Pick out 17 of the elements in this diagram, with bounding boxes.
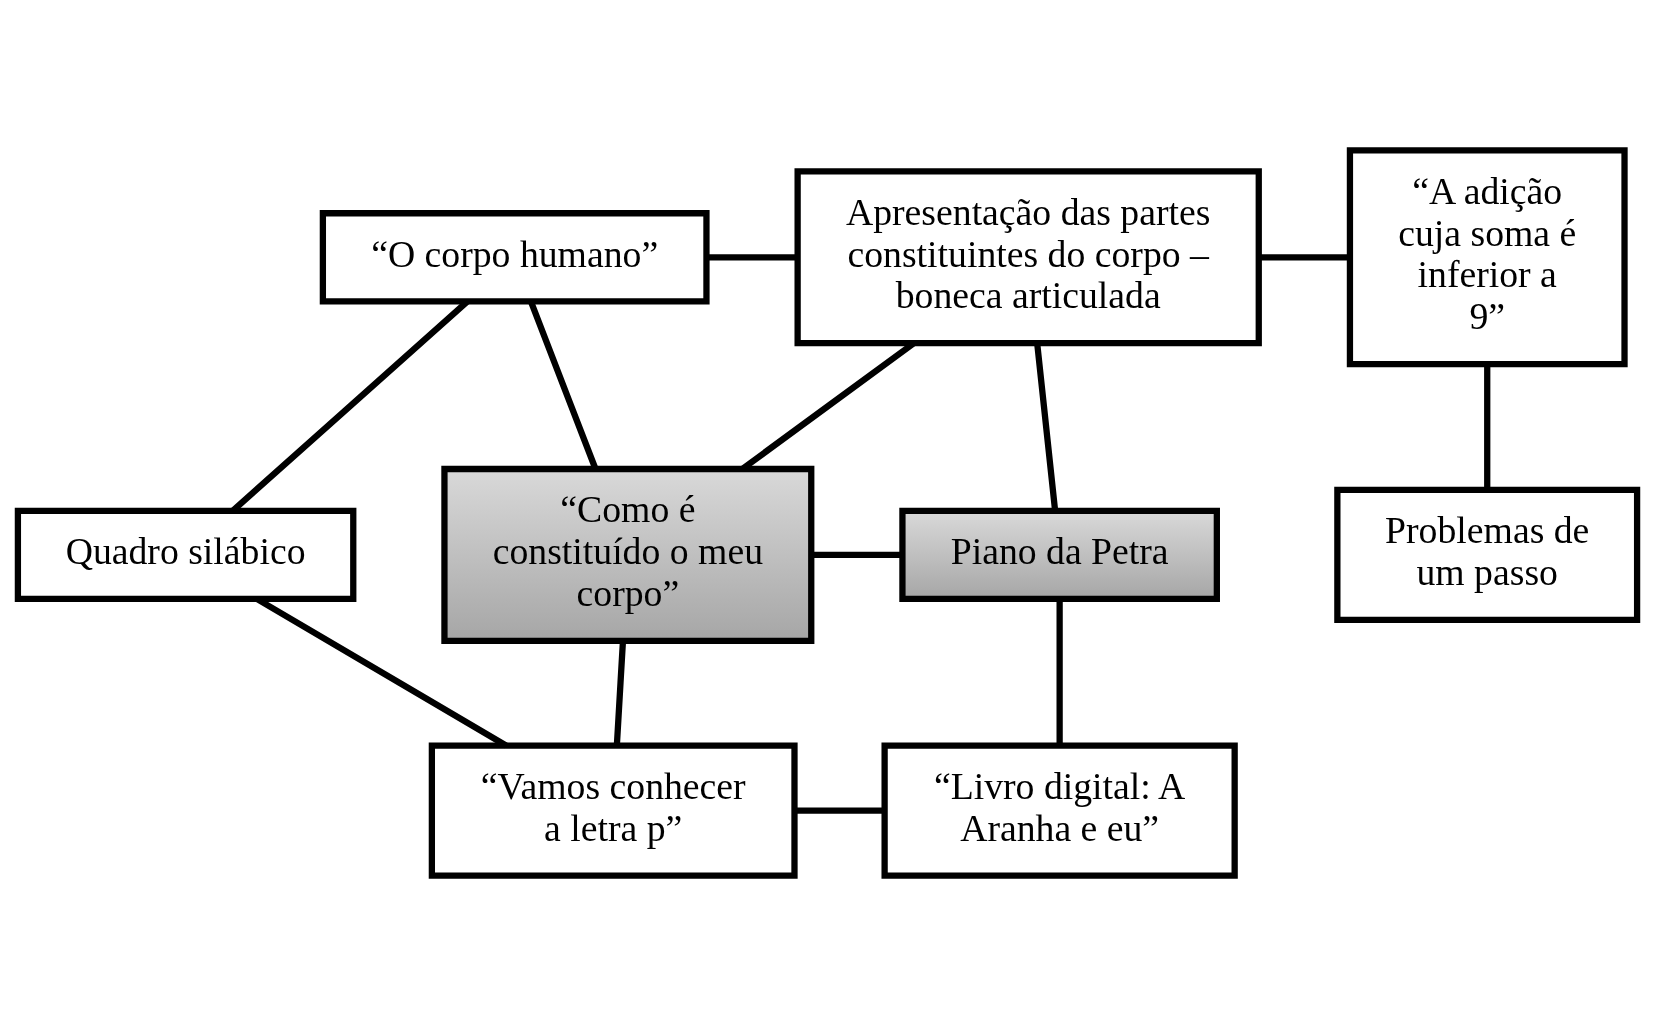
- connector: [706, 254, 797, 261]
- node-box: “Como é constituído o meu corpo”: [440, 465, 814, 644]
- node-box: “A adição cuja soma é inferior a 9”: [1346, 147, 1628, 368]
- connector: [811, 551, 902, 559]
- connector: [794, 807, 884, 814]
- connector: [1056, 599, 1063, 746]
- node-box: “O corpo humano”: [319, 210, 710, 305]
- node-box: “Livro digital: A Aranha e eu”: [880, 742, 1238, 879]
- node-box: Piano da Petra: [898, 507, 1220, 603]
- connector: [1033, 343, 1058, 511]
- node-box: Problemas de um passo: [1333, 486, 1640, 624]
- connector: [613, 641, 626, 746]
- connector: [1483, 364, 1490, 490]
- connector: [1259, 254, 1349, 261]
- node-box: “Vamos conhecer a letra p”: [428, 742, 798, 879]
- node-box: Quadro silábico: [14, 507, 356, 603]
- node-box: Apresentação das partes constituintes do corpo – boneca articulada: [794, 168, 1262, 347]
